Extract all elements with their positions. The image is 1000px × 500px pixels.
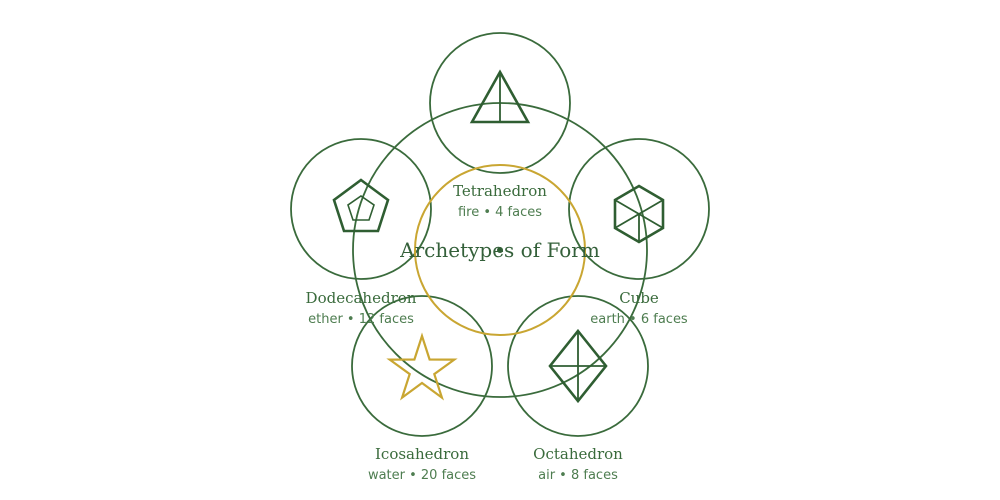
sublabel-cube: earth • 6 faces <box>590 312 688 327</box>
node-circle-octahedron <box>507 295 649 437</box>
label-octahedron: Octahedron <box>533 445 623 463</box>
label-cube: Cube <box>619 289 659 307</box>
center-dot <box>497 247 503 253</box>
sublabel-dodecahedron: ether • 12 faces <box>308 312 414 327</box>
triangle-icon <box>469 69 531 124</box>
sublabel-octahedron: air • 8 faces <box>538 468 618 483</box>
sublabel-icosahedron: water • 20 faces <box>368 468 476 483</box>
pentagon-icon <box>332 178 390 233</box>
sublabel-tetrahedron: fire • 4 faces <box>458 205 542 220</box>
star-icon <box>386 332 458 401</box>
octahedron-icon <box>548 328 608 404</box>
node-circle-tetrahedron <box>429 32 571 174</box>
cube-icon <box>613 184 665 244</box>
label-tetrahedron: Tetrahedron <box>453 182 547 200</box>
label-dodecahedron: Dodecahedron <box>306 289 417 307</box>
label-icosahedron: Icosahedron <box>375 445 469 463</box>
node-circle-cube <box>568 138 710 280</box>
node-circle-icosahedron <box>351 295 493 437</box>
node-circle-dodecahedron <box>290 138 432 280</box>
diagram-title: Archetypes of Form <box>399 238 600 262</box>
center-circle <box>414 164 586 336</box>
